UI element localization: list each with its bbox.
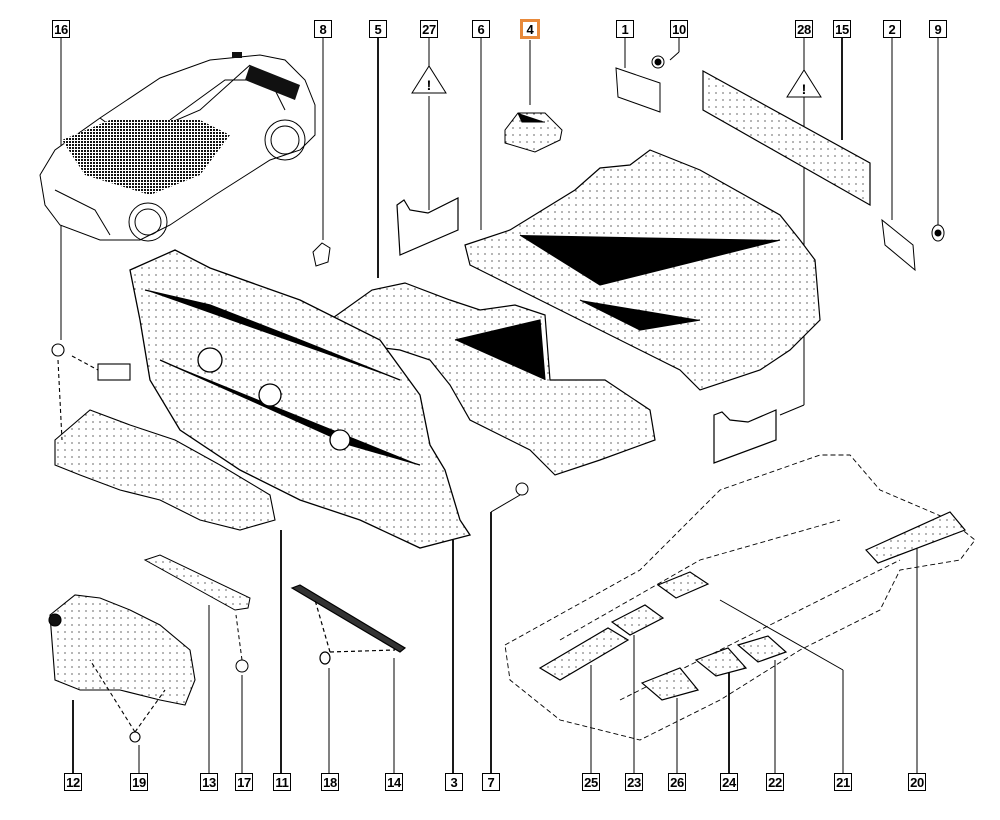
- callout-1[interactable]: 1: [616, 20, 634, 38]
- clip-part-8[interactable]: [312, 242, 331, 267]
- side-panel-part-28[interactable]: [713, 409, 777, 464]
- callout-20[interactable]: 20: [908, 773, 926, 791]
- callout-27[interactable]: 27: [420, 20, 438, 38]
- front-floor-carpet-part-5[interactable]: [329, 282, 656, 476]
- side-panel-part-27[interactable]: [396, 197, 459, 256]
- callout-5[interactable]: 5: [369, 20, 387, 38]
- leader-lines-bottom: [72, 494, 918, 773]
- warning-icon: !: [411, 65, 447, 94]
- callout-16[interactable]: 16: [52, 20, 70, 38]
- callout-13[interactable]: 13: [200, 773, 218, 791]
- trunk-panel-part-15[interactable]: [702, 69, 871, 207]
- car-outline-icon: [39, 52, 316, 242]
- floor-pads-parts-20-26[interactable]: [538, 511, 966, 701]
- callout-14[interactable]: 14: [385, 773, 403, 791]
- callout-19[interactable]: 19: [130, 773, 148, 791]
- warning-mark-28: !: [802, 81, 807, 97]
- warning-mark-27: !: [427, 77, 432, 93]
- bulkhead-part-3[interactable]: [129, 249, 472, 549]
- callout-21[interactable]: 21: [834, 773, 852, 791]
- strip-part-13[interactable]: [143, 554, 251, 673]
- engine-shield-part-12[interactable]: [48, 594, 196, 743]
- callout-15[interactable]: 15: [833, 20, 851, 38]
- clip-part-7[interactable]: [515, 482, 529, 496]
- callout-3[interactable]: 3: [445, 773, 463, 791]
- callout-9[interactable]: 9: [929, 20, 947, 38]
- callout-23[interactable]: 23: [625, 773, 643, 791]
- callout-6[interactable]: 6: [472, 20, 490, 38]
- callout-28[interactable]: 28: [795, 20, 813, 38]
- callout-18[interactable]: 18: [321, 773, 339, 791]
- callout-7[interactable]: 7: [482, 773, 500, 791]
- callout-25[interactable]: 25: [582, 773, 600, 791]
- callout-12[interactable]: 12: [64, 773, 82, 791]
- underbody-floor: [504, 454, 976, 741]
- callout-2[interactable]: 2: [883, 20, 901, 38]
- tunnel-pad-part-4[interactable]: [504, 112, 563, 153]
- callout-4-highlighted[interactable]: 4: [520, 19, 540, 39]
- callout-8[interactable]: 8: [314, 20, 332, 38]
- callout-17[interactable]: 17: [235, 773, 253, 791]
- callout-24[interactable]: 24: [720, 773, 738, 791]
- callout-11[interactable]: 11: [273, 773, 291, 791]
- strip-part-14[interactable]: [290, 584, 407, 665]
- callout-22[interactable]: 22: [766, 773, 784, 791]
- rear-floor-carpet-part-6[interactable]: [464, 149, 821, 391]
- callout-10[interactable]: 10: [670, 20, 688, 38]
- callout-26[interactable]: 26: [668, 773, 686, 791]
- patch-part-2[interactable]: [881, 218, 945, 272]
- patch-part-1[interactable]: [615, 55, 665, 113]
- hood-insulator-part-16[interactable]: [51, 343, 276, 531]
- warning-icon: !: [786, 69, 822, 98]
